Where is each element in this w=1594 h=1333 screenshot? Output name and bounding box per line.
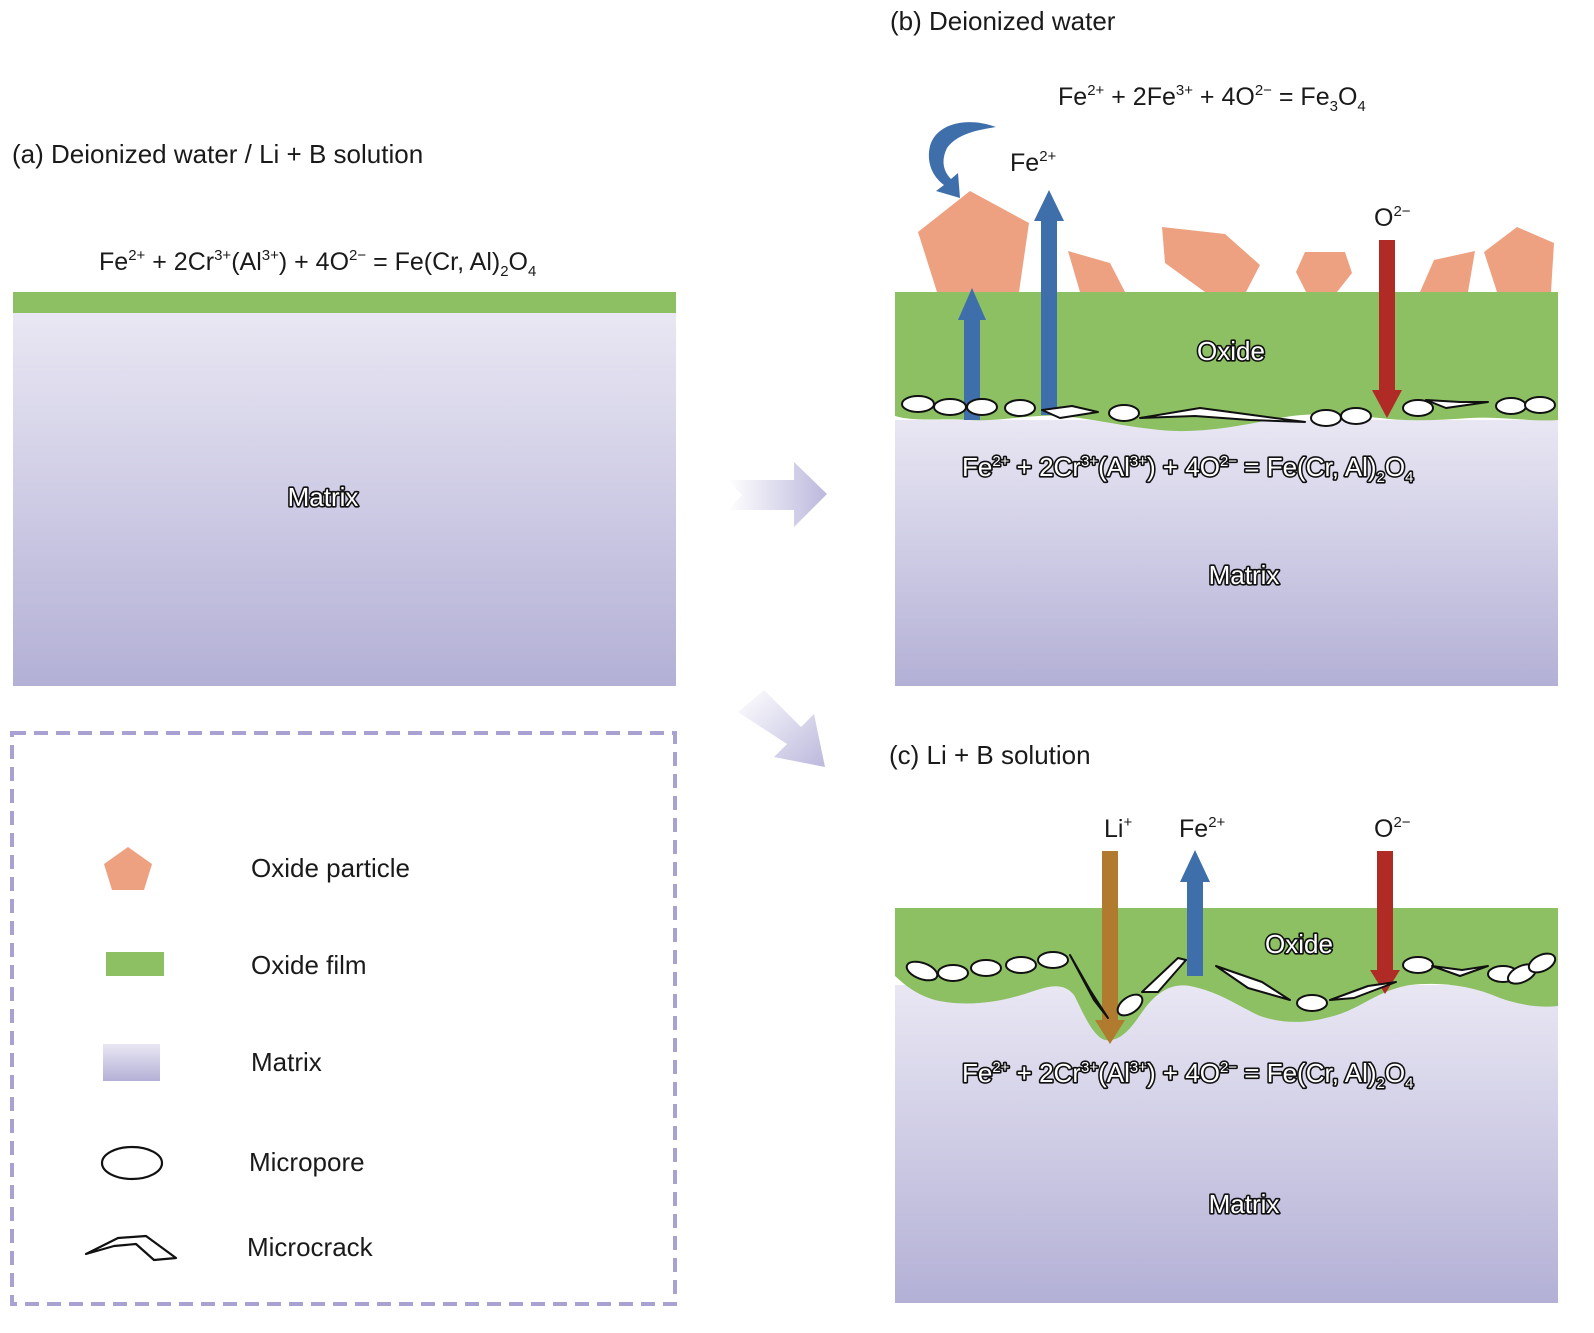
oxide-particle bbox=[1296, 252, 1352, 292]
microcrack bbox=[1041, 405, 1099, 419]
ellipse-icon bbox=[100, 1145, 164, 1181]
panel-a-equation: Fe2+ + 2Cr3+(Al3+) + 4O2− = Fe(Cr, Al)2O… bbox=[99, 247, 536, 280]
legend-label-oxide-film: Oxide film bbox=[251, 950, 367, 980]
micropore bbox=[1004, 399, 1036, 417]
panel-a-matrix bbox=[13, 313, 676, 686]
legend: Oxide particle Oxide film Matrix Micropo… bbox=[10, 731, 677, 1306]
micropore bbox=[1340, 407, 1372, 425]
oxide-particle bbox=[918, 191, 1029, 292]
microcrack bbox=[1069, 954, 1109, 1019]
microcrack bbox=[1141, 957, 1187, 993]
micropore bbox=[1116, 993, 1144, 1017]
gradient-square-icon bbox=[103, 1044, 160, 1081]
panel-c-fe-arrow bbox=[1180, 850, 1210, 976]
microcrack bbox=[1329, 981, 1397, 1001]
panel-c-title: (c) Li + B solution bbox=[889, 740, 1091, 770]
oxide-particle bbox=[1484, 227, 1554, 292]
legend-label-oxide-particle: Oxide particle bbox=[251, 853, 410, 883]
oxide-particle bbox=[1162, 227, 1260, 292]
micropore bbox=[1495, 397, 1527, 415]
micropore bbox=[1524, 396, 1556, 414]
micropore bbox=[970, 959, 1002, 977]
micropore bbox=[937, 964, 969, 982]
panel-c-matrix bbox=[895, 985, 1558, 1303]
panel-b-title: (b) Deionized water bbox=[890, 6, 1116, 36]
micropore bbox=[1037, 951, 1069, 969]
panel-a-title: (a) Deionized water / Li + B solution bbox=[12, 139, 423, 169]
micropore bbox=[1296, 994, 1328, 1012]
panel-b: (b) Deionized water Fe2+ + 2Fe3+ + 4O2− … bbox=[890, 6, 1558, 686]
micropore bbox=[901, 395, 935, 413]
panel-b-matrix-label: Matrix bbox=[1209, 560, 1280, 590]
micropore bbox=[1402, 399, 1434, 417]
panel-b-interface-equation: Fe2+ + 2Cr3+(Al3+) + 4O2− = Fe(Cr, Al)2O… bbox=[962, 452, 1413, 486]
panel-b-fe-ion-label: Fe2+ bbox=[1010, 148, 1057, 177]
crack-icon bbox=[84, 1234, 178, 1262]
panel-c-o-ion-label: O2− bbox=[1374, 814, 1411, 843]
panel-b-oxide-label: Oxide bbox=[1197, 336, 1265, 366]
micropore bbox=[933, 398, 967, 416]
panel-c-li-ion-label: Li+ bbox=[1104, 814, 1132, 843]
transition-arrow-right bbox=[728, 462, 827, 527]
panel-b-o-arrow bbox=[1372, 240, 1402, 418]
panel-a-matrix-label: Matrix bbox=[288, 482, 359, 512]
panel-b-fe-short-arrow bbox=[958, 288, 986, 420]
micropore bbox=[1108, 404, 1140, 422]
panel-b-surface-equation: Fe2+ + 2Fe3+ + 4O2− = Fe3O4 bbox=[1058, 82, 1366, 115]
panel-a: (a) Deionized water / Li + B solution Fe… bbox=[12, 139, 676, 686]
panel-a-oxide-film bbox=[13, 292, 676, 313]
microcrack bbox=[1431, 965, 1489, 977]
green-bar-icon bbox=[106, 952, 164, 976]
micropore bbox=[966, 398, 998, 416]
micropore bbox=[1527, 952, 1557, 974]
micropore bbox=[1005, 956, 1037, 974]
panel-c: (c) Li + B solution Li+ Fe2+ O2− bbox=[889, 740, 1558, 1303]
panel-c-interface-defects bbox=[905, 951, 1557, 1019]
legend-border bbox=[10, 731, 677, 1306]
legend-label-matrix: Matrix bbox=[251, 1047, 322, 1077]
panel-b-matrix bbox=[895, 420, 1558, 686]
transition-arrow-down-right bbox=[738, 690, 825, 767]
panel-c-o-arrow bbox=[1370, 851, 1400, 994]
micropore bbox=[905, 960, 939, 982]
panel-c-fe-ion-label: Fe2+ bbox=[1179, 814, 1226, 843]
oxide-particle bbox=[1420, 251, 1475, 292]
panel-b-interface-defects bbox=[901, 395, 1556, 427]
pentagon-icon bbox=[104, 847, 152, 890]
panel-c-matrix-label: Matrix bbox=[1209, 1189, 1280, 1219]
legend-label-microcrack: Microcrack bbox=[247, 1232, 374, 1262]
microcrack bbox=[1215, 965, 1291, 1001]
panel-c-li-arrow bbox=[1095, 851, 1125, 1044]
panel-c-interface-equation: Fe2+ + 2Cr3+(Al3+) + 4O2− = Fe(Cr, Al)2O… bbox=[962, 1058, 1413, 1092]
microcrack bbox=[1425, 399, 1489, 409]
micropore bbox=[1402, 956, 1434, 974]
redeposition-curved-arrow bbox=[928, 122, 996, 198]
panel-c-oxide-label: Oxide bbox=[1265, 929, 1333, 959]
microcrack bbox=[1139, 407, 1306, 423]
micropore bbox=[1310, 409, 1342, 427]
legend-label-micropore: Micropore bbox=[249, 1147, 365, 1177]
oxide-particle bbox=[1068, 251, 1125, 292]
panel-b-fe-long-arrow bbox=[1034, 190, 1064, 415]
panel-b-o-ion-label: O2− bbox=[1374, 203, 1411, 232]
